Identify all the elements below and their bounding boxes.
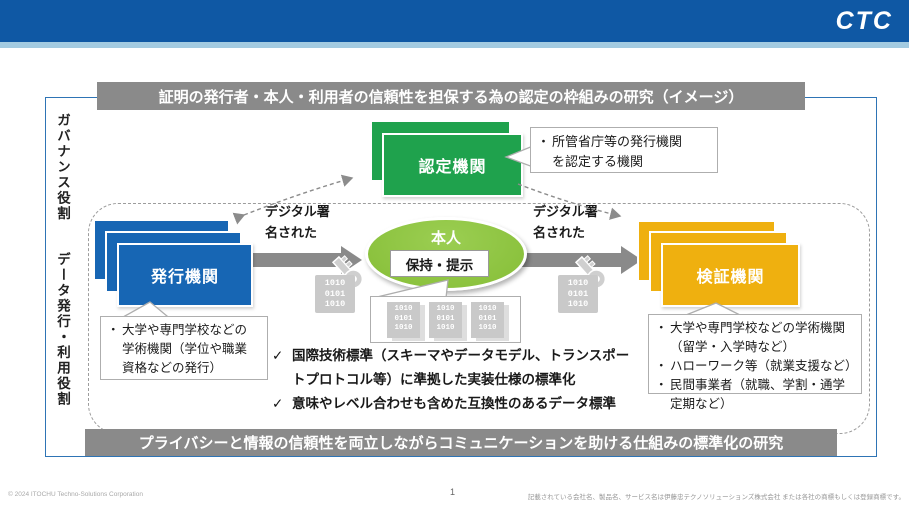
issuer-note-text: 大学や専門学校などの 学術機関（学位や職業 資格などの発行）	[122, 323, 248, 375]
verifier-box: 検証機関	[661, 243, 800, 307]
footer-trademark-note: 記載されている会社名、製品名、サービス名は伊藤忠テクノソリューションズ株式会社 …	[527, 494, 905, 501]
certifier-note-text: 所管省庁等の発行機関 を認定する機関	[552, 134, 683, 169]
standards-checklist: ✓ 国際技術標準（スキーマやデータモデル、トランスポートプロトコル等）に準拠した…	[272, 344, 644, 416]
signed-credential-icon-right: 1010 0101 1010	[546, 253, 612, 315]
governance-role-label: ガバナンス役割	[55, 113, 70, 222]
ctc-logo: CTC	[835, 7, 893, 35]
binary-document-icon: 1010 0101 1010	[429, 301, 462, 338]
verifier-note-3: 民間事業者（就職、学割・通学定期など）	[670, 378, 846, 411]
verifier-note-2: ハローワーク等（就業支援など）	[670, 359, 858, 373]
verifier-note-1: 大学や専門学校などの学術機関（留学・入学時など）	[670, 321, 846, 354]
bullet: ・	[655, 359, 668, 373]
bottom-banner: プライバシーと情報の信頼性を両立しながらコミュニケーションを助ける仕組みの標準化…	[85, 429, 837, 456]
verifier-note-callout: ・ 大学や専門学校などの学術機関（留学・入学時など） ・ ハローワーク等（就業支…	[648, 314, 862, 411]
holder-action-box: 保持・提示	[390, 250, 489, 277]
issuer-label: 発行機関	[150, 269, 219, 286]
digitally-signed-label-right: デジタル署 名された	[533, 204, 598, 240]
signed-credential-icon-left: 1010 0101 1010	[303, 253, 369, 315]
header-bar	[0, 0, 909, 42]
verifier-label: 検証機関	[696, 269, 765, 286]
binary-document-icon: 1010 0101 1010	[387, 301, 420, 338]
certifier-box: 認定機関	[382, 133, 523, 197]
issuer-note-callout: ・ 大学や専門学校などの 学術機関（学位や職業 資格などの発行）	[100, 316, 268, 380]
issuer-box: 発行機関	[117, 243, 253, 307]
data-issuance-role-label: データ発行・利用役割	[55, 252, 70, 407]
standards-item-2: 意味やレベル合わせも含めた互換性のあるデータ標準	[292, 396, 616, 411]
header-accent-stripe	[0, 42, 909, 48]
holder-wallet-callout: 1010 0101 1010 1010 0101 1010 1010 0101 …	[370, 296, 521, 343]
holder-to-verifier-arrow	[520, 246, 642, 274]
binary-document-icon: 1010 0101 1010	[558, 275, 598, 313]
title-banner: 証明の発行者・本人・利用者の信頼性を担保する為の認定の枠組みの研究（イメージ）	[97, 82, 805, 110]
binary-document-icon: 1010 0101 1010	[315, 275, 355, 313]
digitally-signed-label-left: デジタル署 名された	[265, 204, 330, 240]
binary-document-icon: 1010 0101 1010	[471, 301, 504, 338]
footer-copyright: © 2024 ITOCHU Techno-Solutions Corporati…	[8, 491, 143, 498]
bullet: ・	[537, 134, 551, 149]
certifier-label: 認定機関	[418, 159, 487, 176]
holder-label: 本人	[430, 230, 461, 247]
footer-page-number: 1	[450, 487, 456, 497]
check-icon: ✓	[272, 396, 284, 411]
bullet: ・	[655, 378, 668, 392]
certifier-note-callout: ・ 所管省庁等の発行機関 を認定する機関	[530, 127, 718, 173]
bullet: ・	[655, 321, 668, 335]
standards-item-1: 国際技術標準（スキーマやデータモデル、トランスポートプロトコル等）に準拠した実装…	[292, 348, 630, 387]
bullet: ・	[107, 323, 120, 337]
check-icon: ✓	[272, 348, 284, 363]
